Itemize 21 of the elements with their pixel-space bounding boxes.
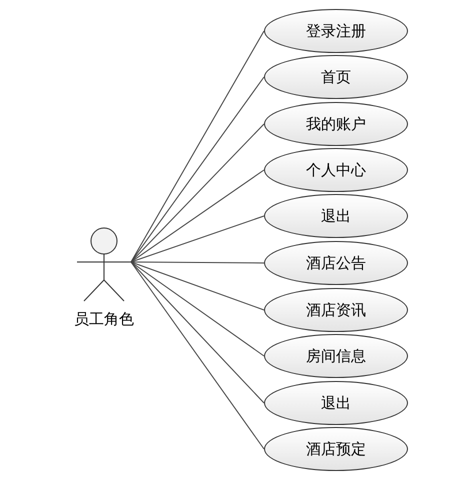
association-line <box>130 30 264 262</box>
use-case-label: 酒店资讯 <box>306 300 366 320</box>
association-line <box>130 262 264 264</box>
use-case-label: 首页 <box>321 68 351 86</box>
association-line <box>130 262 264 356</box>
use-case-label: 酒店预定 <box>306 440 366 458</box>
use-case-label: 个人中心 <box>306 160 366 180</box>
association-line <box>130 216 264 262</box>
use-case-label: 退出 <box>321 394 351 412</box>
association-line <box>130 76 264 262</box>
association-line <box>130 262 264 404</box>
use-case-label: 我的账户 <box>306 114 366 134</box>
use-case-label: 酒店公告 <box>306 254 366 272</box>
actor-label: 员工角色 <box>74 310 134 329</box>
association-line <box>130 170 264 262</box>
use-case-label: 房间信息 <box>306 346 366 366</box>
use-case-label: 退出 <box>321 206 351 226</box>
use-case-label: 登录注册 <box>306 22 366 40</box>
association-line <box>130 262 264 310</box>
association-line <box>130 262 264 450</box>
association-line <box>130 124 264 262</box>
